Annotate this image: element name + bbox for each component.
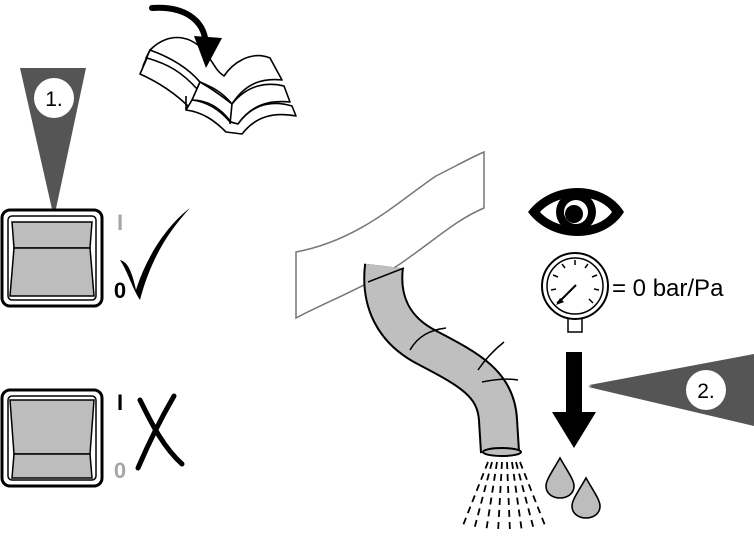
- switch-off-zero-mark: 0: [114, 458, 126, 483]
- spray-icon: [461, 461, 547, 533]
- switch-off-i-mark: I: [117, 390, 123, 415]
- step2-label: 2.: [697, 380, 715, 403]
- step1-pointer: 1.: [20, 68, 86, 218]
- switch-on-zero-mark: 0: [114, 278, 126, 303]
- pressure-gauge-icon: [541, 252, 609, 333]
- gauge-reading: = 0 bar/Pa: [612, 275, 724, 302]
- cross-icon: [135, 393, 185, 471]
- water-drops-icon: [545, 456, 601, 519]
- step2-pointer: 2.: [584, 354, 754, 426]
- manual-book-icon: [139, 36, 297, 135]
- down-arrow-icon: [552, 352, 596, 448]
- switch-on: I 0: [0, 208, 126, 308]
- switch-off: I 0: [0, 388, 126, 488]
- check-icon: [120, 208, 190, 300]
- page-turn-arrow-icon: [149, 4, 222, 68]
- step1-label: 1.: [45, 88, 63, 111]
- hose: [363, 263, 522, 457]
- mounting-plate: [295, 150, 485, 320]
- eye-icon: [528, 188, 624, 236]
- switch-on-i-mark: I: [117, 210, 123, 235]
